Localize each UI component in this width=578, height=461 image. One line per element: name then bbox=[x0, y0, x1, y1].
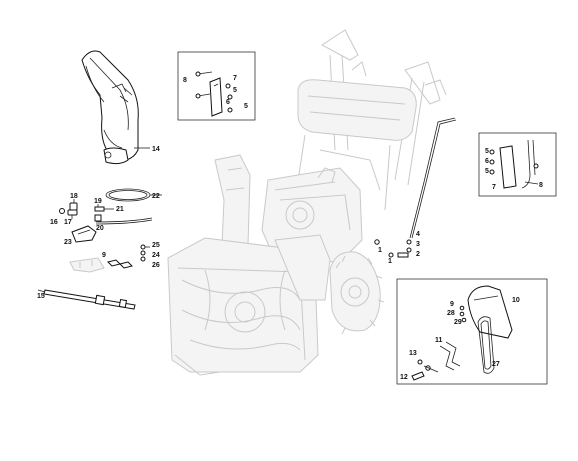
callout-26: 26 bbox=[152, 262, 160, 269]
callout-labels: 14 22 18 19 21 16 17 20 23 25 24 9 26 15… bbox=[37, 75, 543, 381]
callout-25: 25 bbox=[152, 242, 160, 249]
callout-29: 29 bbox=[454, 319, 462, 326]
control-rod-parts bbox=[374, 117, 457, 258]
callout-1-left: 1 bbox=[378, 247, 382, 254]
callout-27: 27 bbox=[492, 361, 500, 368]
callout-12: 12 bbox=[400, 374, 408, 381]
auger-shaft bbox=[37, 289, 136, 310]
callout-15: 15 bbox=[37, 293, 45, 300]
callout-5-right-b: 5 bbox=[485, 168, 489, 175]
callout-7-right: 7 bbox=[492, 184, 496, 191]
base-plate-parts bbox=[69, 244, 150, 273]
callout-6-right: 6 bbox=[485, 158, 489, 165]
callout-18: 18 bbox=[70, 193, 78, 200]
callout-21: 21 bbox=[116, 206, 124, 213]
callout-6-top: 6 bbox=[226, 99, 230, 106]
callout-4: 4 bbox=[416, 231, 420, 238]
inset-box-lever-detail-right bbox=[478, 132, 557, 197]
callout-5-top-a: 5 bbox=[233, 87, 237, 94]
callout-24: 24 bbox=[152, 252, 160, 259]
callout-20: 20 bbox=[96, 225, 104, 232]
crank-small-parts bbox=[59, 199, 153, 243]
snowblower-body-ghost bbox=[167, 29, 447, 376]
callout-8-top: 8 bbox=[183, 77, 187, 84]
callout-1-right: 1 bbox=[388, 258, 392, 265]
callout-14: 14 bbox=[152, 146, 160, 153]
chute-ring bbox=[105, 188, 162, 202]
callout-19: 19 bbox=[94, 198, 102, 205]
callout-28: 28 bbox=[447, 310, 455, 317]
callout-22: 22 bbox=[152, 193, 160, 200]
callout-3: 3 bbox=[416, 241, 420, 248]
inset-box-belt-cover-detail bbox=[396, 278, 548, 385]
callout-17: 17 bbox=[64, 219, 72, 226]
callout-5-top-b: 5 bbox=[244, 103, 248, 110]
callout-13: 13 bbox=[409, 350, 417, 357]
callout-5-right-a: 5 bbox=[485, 148, 489, 155]
callout-2: 2 bbox=[416, 251, 420, 258]
callout-8-right: 8 bbox=[539, 182, 543, 189]
callout-23: 23 bbox=[64, 239, 72, 246]
chute-assembly bbox=[81, 50, 150, 165]
callout-7-top: 7 bbox=[233, 75, 237, 82]
callout-10: 10 bbox=[512, 297, 520, 304]
callout-16: 16 bbox=[50, 219, 58, 226]
inset-box-lever-detail-left bbox=[177, 51, 256, 121]
callout-11: 11 bbox=[435, 337, 443, 344]
callout-9-box: 9 bbox=[450, 301, 454, 308]
callout-9-left: 9 bbox=[102, 252, 106, 259]
